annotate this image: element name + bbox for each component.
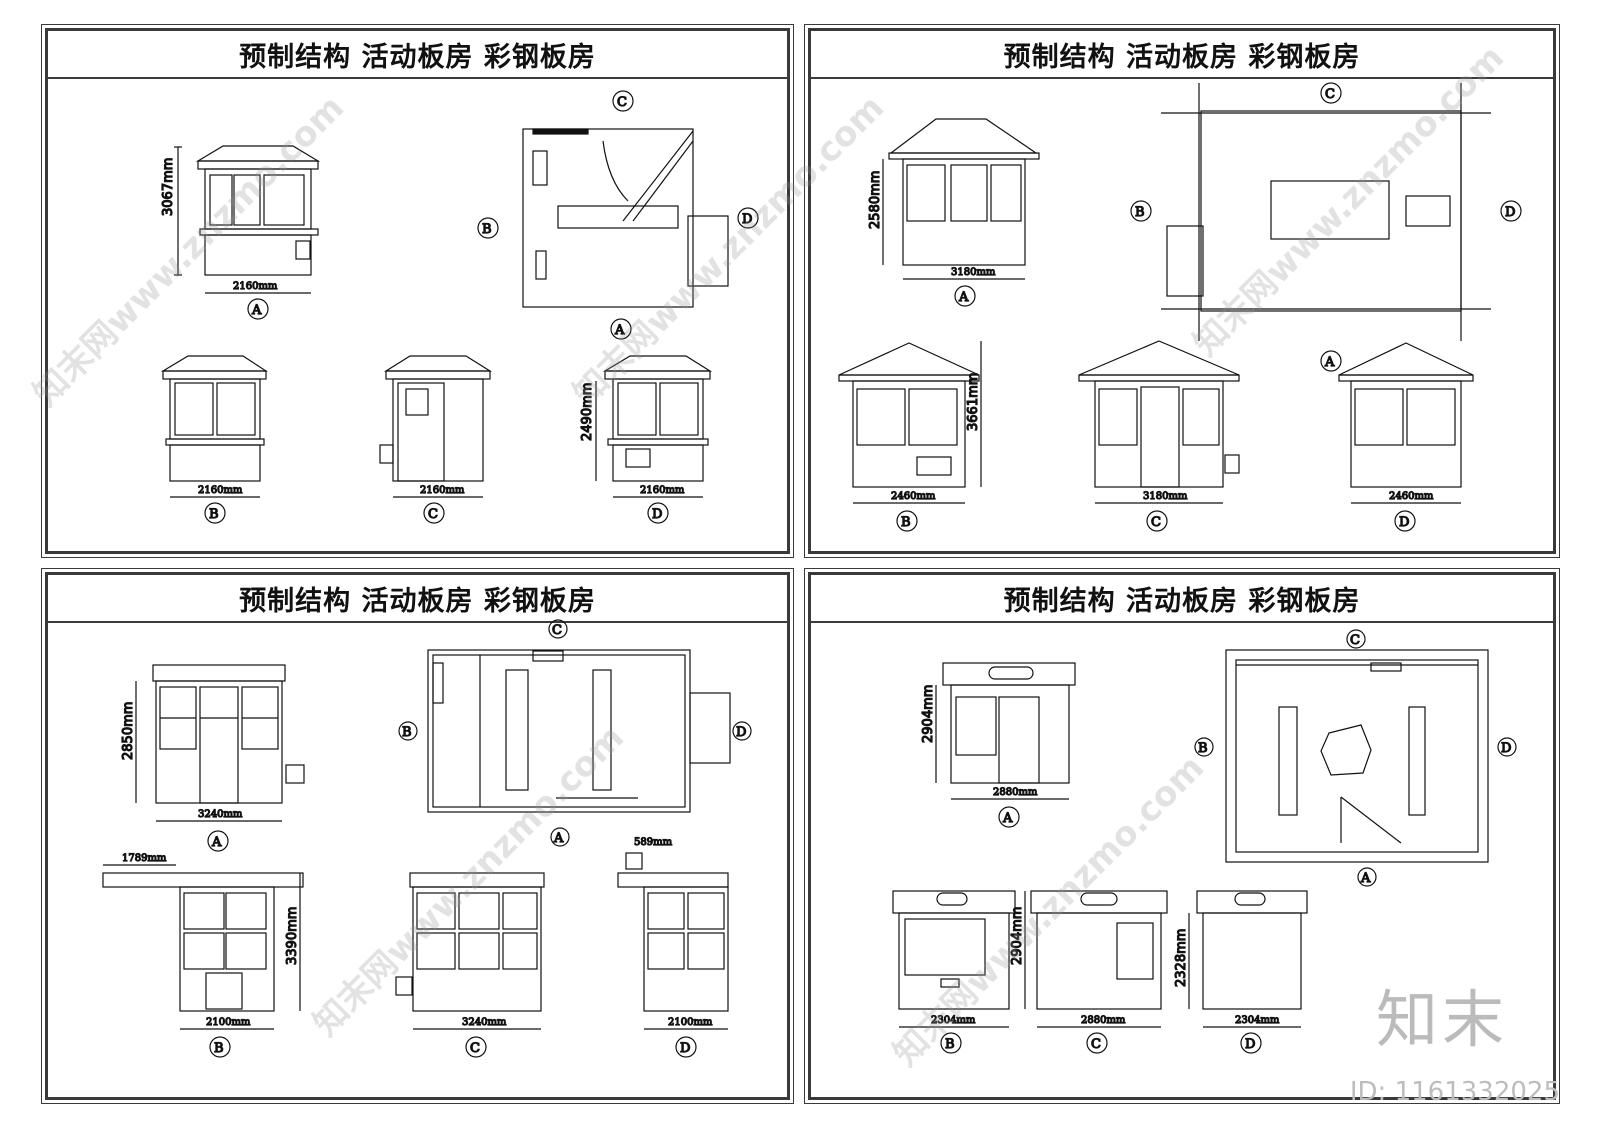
- dim-label: 2100mm: [206, 1017, 251, 1028]
- view-marker: D: [1501, 741, 1511, 756]
- dim-label: 2460mm: [1389, 491, 1434, 502]
- floor-plan: C B D A: [1194, 629, 1517, 887]
- dim-label: 3390mm: [285, 907, 300, 965]
- view-marker: C: [1151, 515, 1161, 530]
- view-marker: A: [1324, 355, 1335, 370]
- dim-label: 2460mm: [891, 491, 936, 502]
- sheet-title: 预制结构 活动板房 彩钢板房: [811, 31, 1553, 79]
- view-marker: D: [736, 725, 746, 740]
- dim-label: 2490mm: [580, 383, 595, 441]
- view-marker: D: [742, 212, 752, 227]
- image-id-label: ID: 1161332025: [1349, 1077, 1560, 1107]
- view-marker: A: [553, 831, 564, 846]
- dim-label: 2160mm: [420, 485, 465, 496]
- dim-label: 2880mm: [1081, 1015, 1126, 1026]
- sheet-title: 预制结构 活动板房 彩钢板房: [811, 575, 1553, 623]
- elevation-c: 2160mm C: [379, 355, 493, 524]
- view-marker: B: [214, 1041, 224, 1056]
- view-marker: C: [617, 95, 627, 110]
- sheet-2: 预制结构 活动板房 彩钢板房 2580mm 3180mm A C B D A: [804, 24, 1560, 558]
- view-marker: D: [652, 507, 662, 522]
- dim-label: 3180mm: [951, 267, 996, 278]
- view-marker: C: [428, 507, 438, 522]
- view-marker: B: [901, 515, 911, 530]
- dim-label: 2580mm: [868, 171, 883, 229]
- floor-plan: C B D A: [477, 90, 759, 340]
- view-marker: B: [402, 725, 412, 740]
- dim-label: 2850mm: [121, 702, 136, 760]
- sheet-4: 预制结构 活动板房 彩钢板房 2904mm 2880mm A C B D A: [804, 568, 1560, 1104]
- elevation-d: 2490mm 2160mm D: [579, 355, 713, 524]
- dim-label: 2160mm: [640, 485, 685, 496]
- view-marker: B: [1198, 741, 1208, 756]
- elevation-a: 2850mm 3240mm A: [120, 664, 305, 852]
- dim-label: 2160mm: [233, 281, 278, 292]
- dim-label: 3067mm: [161, 158, 176, 216]
- sheet-title: 预制结构 活动板房 彩钢板房: [48, 31, 787, 79]
- elevation-c: 3180mm C: [1078, 340, 1240, 532]
- view-marker: A: [1002, 811, 1013, 826]
- dim-label: 2904mm: [921, 685, 936, 743]
- drawing-area: 2580mm 3180mm A C B D A 3661mm 2460mm: [838, 82, 1522, 532]
- view-marker: C: [552, 623, 562, 638]
- dim-label: 3240mm: [462, 1017, 507, 1028]
- view-marker: B: [1135, 205, 1145, 220]
- dim-label: 589mm: [634, 837, 673, 848]
- elevation-b: 2304mm B: [892, 890, 1016, 1054]
- view-marker: B: [482, 222, 492, 237]
- view-marker: A: [958, 290, 969, 305]
- dim-label: 3240mm: [198, 809, 243, 820]
- elevation-c: 3240mm C: [395, 872, 545, 1058]
- elevation-b: 2160mm B: [160, 355, 269, 524]
- view-marker: A: [211, 835, 222, 850]
- sheet-1: 预制结构 活动板房 彩钢板房 3067mm 2160mm A: [41, 24, 794, 558]
- dim-label: 2904mm: [1010, 907, 1025, 965]
- sheet-title: 预制结构 活动板房 彩钢板房: [48, 575, 787, 623]
- view-marker: D: [1505, 205, 1515, 220]
- view-marker: A: [1360, 871, 1371, 886]
- elevation-d: 589mm 2100mm D: [617, 836, 729, 1058]
- elevation-b: 3661mm 2460mm B: [838, 341, 982, 532]
- dim-label: 2328mm: [1174, 929, 1189, 987]
- floor-plan: C B D A: [1130, 82, 1522, 372]
- elevation-b: 1789mm 3390mm 2100mm B: [102, 852, 304, 1058]
- view-marker: A: [614, 323, 625, 338]
- dim-label: 2880mm: [993, 787, 1038, 798]
- view-marker: D: [680, 1041, 690, 1056]
- elevation-d: 2460mm D: [1338, 342, 1474, 532]
- dim-label: 2304mm: [931, 1015, 976, 1026]
- dim-label: 2100mm: [668, 1017, 713, 1028]
- elevation-a: 2904mm 2880mm A: [920, 662, 1076, 828]
- view-marker: C: [1091, 1037, 1101, 1052]
- sheet-3: 预制结构 活动板房 彩钢板房 2850mm 3240mm A C B D: [41, 568, 794, 1104]
- elevation-c: 2904mm 2880mm C: [1009, 890, 1168, 1054]
- view-marker: C: [1325, 87, 1335, 102]
- elevation-a: 3067mm 2160mm A: [160, 145, 321, 320]
- dim-label: 2304mm: [1235, 1015, 1280, 1026]
- floor-plan: C B D A: [398, 619, 752, 847]
- elevation-a: 2580mm 3180mm A: [867, 118, 1040, 307]
- view-marker: D: [1399, 515, 1409, 530]
- view-marker: C: [1350, 633, 1360, 648]
- dim-label: 2160mm: [198, 485, 243, 496]
- elevation-d: 2328mm 2304mm D: [1173, 890, 1308, 1054]
- view-marker: D: [1245, 1037, 1255, 1052]
- view-marker: B: [945, 1037, 955, 1052]
- drawing-area: 2850mm 3240mm A C B D A 17: [102, 619, 752, 1058]
- view-marker: B: [209, 507, 219, 522]
- brand-logo: 知末: [1375, 983, 1508, 1056]
- dim-label: 3661mm: [966, 373, 981, 431]
- dim-label: 1789mm: [122, 853, 167, 864]
- view-marker: A: [251, 303, 262, 318]
- dim-label: 3180mm: [1143, 491, 1188, 502]
- view-marker: C: [470, 1041, 480, 1056]
- drawing-area: 2904mm 2880mm A C B D A 2304mm B: [892, 629, 1517, 1054]
- drawing-area: 3067mm 2160mm A C B D A: [160, 90, 759, 524]
